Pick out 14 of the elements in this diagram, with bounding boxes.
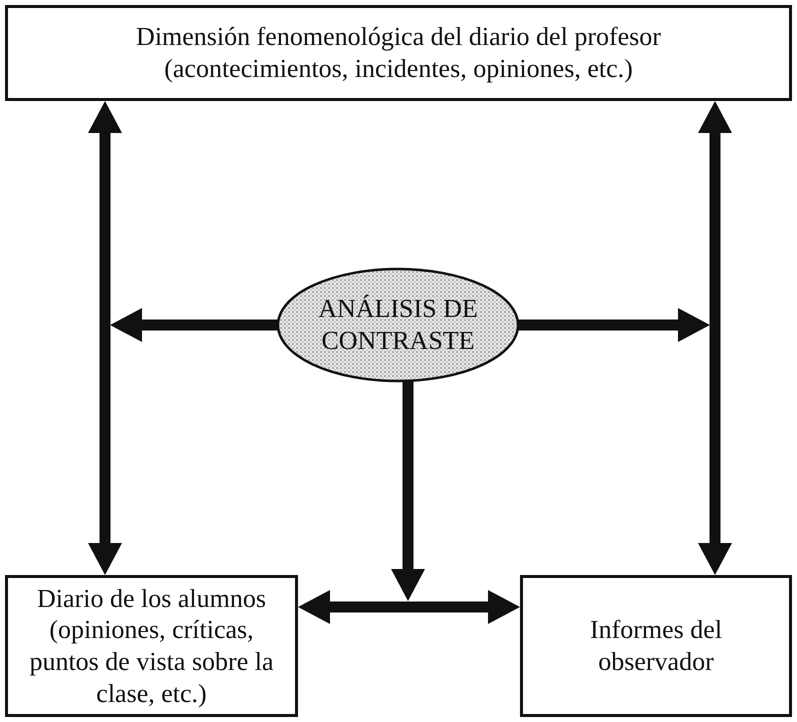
text-box [5,5,792,101]
arrow [391,380,425,601]
double-arrow [698,101,732,575]
arrow [110,308,278,342]
box-text: Informes del observador [588,614,724,678]
double-arrow [88,101,122,575]
analysis-ellipse [276,267,520,383]
arrow [518,308,710,342]
text-box [520,575,792,717]
box-text: Dimensión fenomenológica del diario del profesor (acontecimientos, incidentes, opiniones, etc.) [135,21,662,85]
box-text: Diario de los alumnos (opiniones, críticas, puntos de vista sobre la clase, etc.) [28,582,275,710]
double-arrow [298,590,520,624]
text-box [5,575,298,717]
box-text: ANÁLISIS DE CONTRASTE [317,293,479,357]
